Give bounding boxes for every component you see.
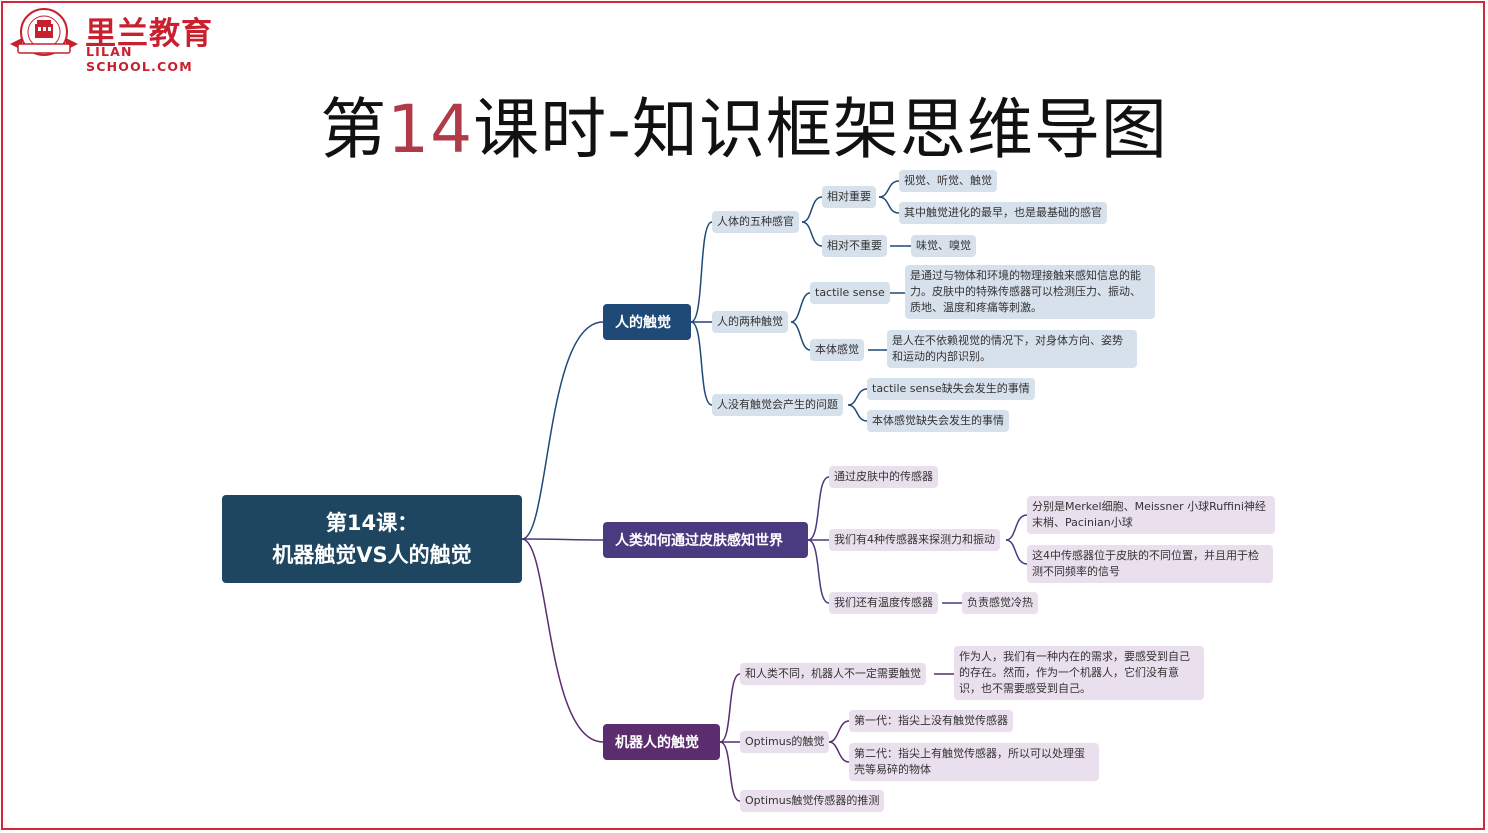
node-optimus-touch: Optimus的触觉 bbox=[740, 731, 830, 753]
leaf-proprio-desc: 是人在不依赖视觉的情况下，对身体方向、姿势和运动的内部识别。 bbox=[887, 330, 1137, 368]
node-four-sensors: 我们有4种传感器来探测力和振动 bbox=[829, 529, 1000, 551]
leaf-robot-self: 作为人，我们有一种内在的需求，要感受到自己的存在。然而，作为一个机器人，它们没有… bbox=[954, 646, 1204, 700]
title-prefix: 第 bbox=[320, 91, 388, 168]
node-relatively-important: 相对重要 bbox=[822, 186, 876, 208]
leaf-tactile-loss: tactile sense缺失会发生的事情 bbox=[867, 378, 1035, 400]
branch-skin-perception: 人类如何通过皮肤感知世界 bbox=[603, 522, 808, 558]
root-line2: 机器触觉VS人的触觉 bbox=[272, 543, 472, 567]
node-relatively-unimportant: 相对不重要 bbox=[822, 235, 887, 257]
branch-robot-touch: 机器人的触觉 bbox=[603, 724, 720, 760]
leaf-touch-earliest: 其中触觉进化的最早，也是最基础的感官 bbox=[899, 202, 1107, 224]
leaf-tactile-desc: 是通过与物体和环境的物理接触来感知信息的能力。皮肤中的特殊传感器可以检测压力、振… bbox=[905, 265, 1155, 319]
leaf-sensor-names: 分别是Merkel细胞、Meissner 小球Ruffini神经末梢、Pacin… bbox=[1027, 496, 1275, 534]
node-optimus-speculation: Optimus触觉传感器的推测 bbox=[740, 790, 885, 812]
leaf-taste-smell: 味觉、嗅觉 bbox=[911, 235, 976, 257]
node-five-senses: 人体的五种感官 bbox=[712, 211, 799, 233]
title-number: 14 bbox=[387, 91, 474, 168]
root-node: 第14课： 机器触觉VS人的触觉 bbox=[222, 495, 522, 583]
seal-icon bbox=[10, 8, 78, 56]
node-tactile-sense: tactile sense bbox=[810, 282, 890, 304]
brand-name-en: LILAN SCHOOL.COM bbox=[86, 44, 193, 74]
leaf-gen2: 第二代：指尖上有触觉传感器，所以可以处理蛋壳等易碎的物体 bbox=[849, 743, 1099, 781]
leaf-hot-cold: 负责感觉冷热 bbox=[962, 592, 1038, 614]
leaf-proprio-loss: 本体感觉缺失会发生的事情 bbox=[867, 410, 1009, 432]
leaf-vision-hearing-touch: 视觉、听觉、触觉 bbox=[899, 170, 997, 192]
leaf-gen1: 第一代：指尖上没有触觉传感器 bbox=[849, 710, 1013, 732]
node-skin-sensors: 通过皮肤中的传感器 bbox=[829, 466, 938, 488]
node-robot-no-need: 和人类不同，机器人不一定需要触觉 bbox=[740, 663, 926, 685]
root-line1: 第14课： bbox=[325, 511, 419, 535]
brand-logo: 里兰教育 LILAN SCHOOL.COM bbox=[8, 6, 233, 74]
node-temperature-sensor: 我们还有温度传感器 bbox=[829, 592, 938, 614]
node-two-touch-types: 人的两种触觉 bbox=[712, 311, 788, 333]
title-suffix: 课时-知识框架思维导图 bbox=[473, 91, 1168, 168]
brand-name-cn: 里兰教育 bbox=[85, 16, 213, 52]
node-no-touch-problems: 人没有触觉会产生的问题 bbox=[712, 394, 843, 416]
branch-human-touch: 人的触觉 bbox=[603, 304, 691, 340]
node-proprioception: 本体感觉 bbox=[810, 339, 864, 361]
page-title: 第14课时-知识框架思维导图 bbox=[0, 76, 1488, 172]
leaf-sensor-location: 这4中传感器位于皮肤的不同位置，并且用于检测不同频率的信号 bbox=[1027, 545, 1273, 583]
